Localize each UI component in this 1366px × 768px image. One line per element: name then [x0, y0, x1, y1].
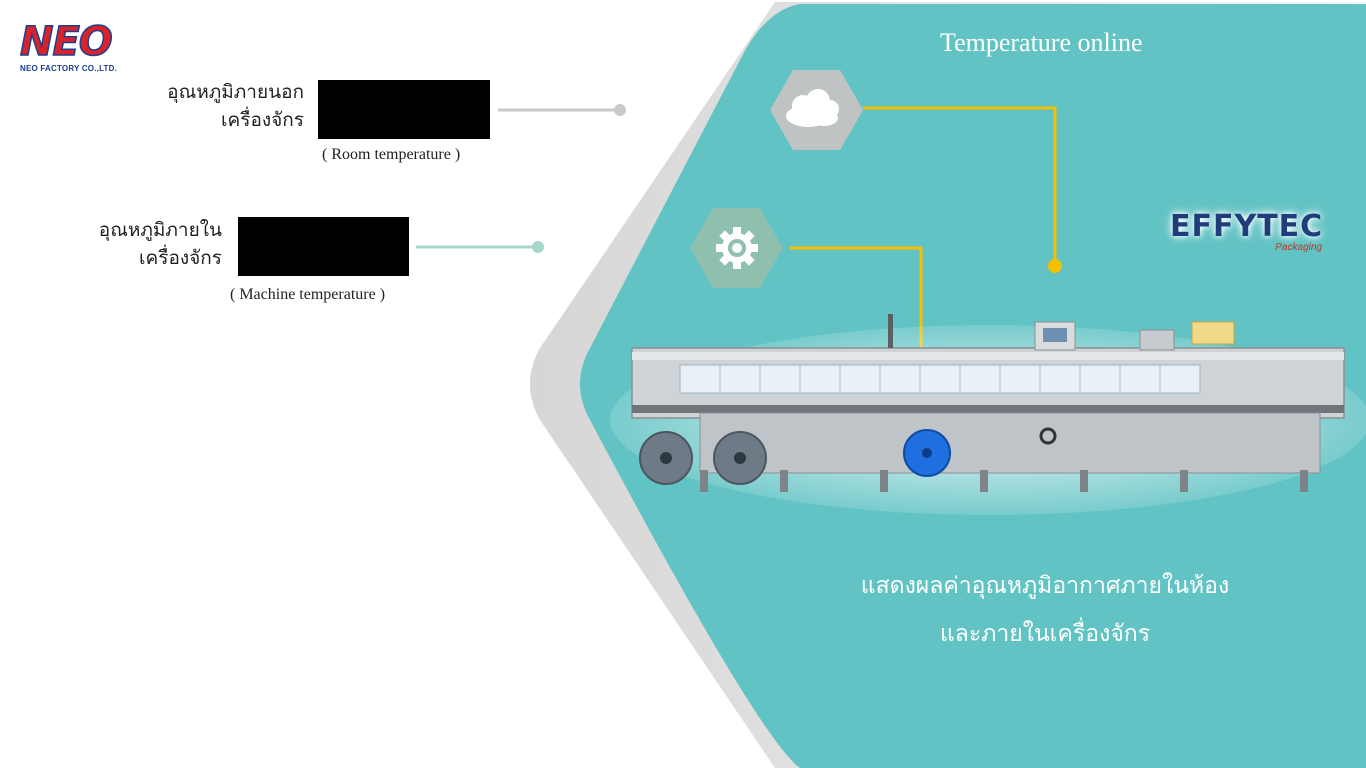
- machine-temp-label: อุณหภูมิภายใน เครื่องจักร: [40, 216, 222, 272]
- room-temp-label-line2: เครื่องจักร: [221, 109, 304, 131]
- effytec-logo: EFFYTEC Packaging: [1170, 198, 1330, 260]
- gear-icon: [716, 227, 758, 269]
- machine-temp-label-line2: เครื่องจักร: [139, 247, 222, 269]
- neo-factory-logo: NEO NEO FACTORY CO.,LTD.: [19, 19, 138, 76]
- effytec-logo-text: EFFYTEC: [1170, 209, 1324, 244]
- room-temp-display: [318, 80, 490, 139]
- cloud-icon: [786, 89, 839, 127]
- neo-logo-text: NEO: [19, 19, 113, 65]
- room-temp-label-line1: อุณหภูมิภายนอก: [167, 81, 304, 103]
- neo-logo-subtitle: NEO FACTORY CO.,LTD.: [20, 64, 118, 73]
- panel-caption-line2: และภายในเครื่องจักร: [939, 621, 1151, 647]
- machine-temp-sublabel: ( Machine temperature ): [230, 286, 386, 303]
- machine-temp-label-line1: อุณหภูมิภายใน: [98, 219, 222, 241]
- room-temp-label: อุณหภูมิภายนอก เครื่องจักร: [120, 78, 304, 134]
- machine-temp-display: [238, 217, 409, 276]
- panel-title: Temperature online: [940, 28, 1143, 57]
- effytec-logo-subtitle: Packaging: [1275, 242, 1322, 253]
- panel-caption-line1: แสดงผลค่าอุณหภูมิอากาศภายในห้อง: [860, 573, 1230, 599]
- packaging-machine-image: [610, 314, 1366, 515]
- panel-caption: แสดงผลค่าอุณหภูมิอากาศภายในห้อง และภายใน…: [820, 562, 1270, 658]
- room-temp-sublabel: ( Room temperature ): [322, 146, 461, 163]
